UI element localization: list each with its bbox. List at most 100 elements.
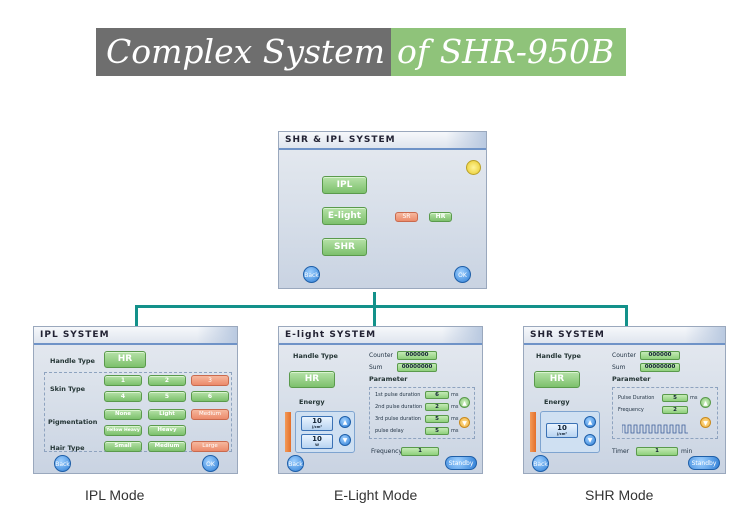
shr-system-screen: SHR SYSTEM Handle Type Counter 000000 Su… bbox=[523, 326, 726, 474]
parameter-label: Parameter bbox=[612, 375, 651, 383]
timer-value[interactable]: 1 bbox=[636, 447, 678, 456]
back-button[interactable]: Back bbox=[303, 266, 320, 283]
handle-type-label: Handle Type bbox=[50, 357, 95, 365]
energy-value[interactable]: 10 J/cm² bbox=[546, 423, 578, 438]
param-1-unit: ms bbox=[451, 392, 459, 398]
handle-type-label: Handle Type bbox=[536, 352, 581, 360]
skin-type-2[interactable]: 2 bbox=[148, 375, 186, 386]
elight-system-screen: E-light SYSTEM Handle Type Counter 00000… bbox=[278, 326, 483, 474]
back-button[interactable]: Back bbox=[532, 455, 549, 472]
hair-type-large[interactable]: Large bbox=[191, 441, 229, 452]
ok-button[interactable]: OK bbox=[202, 455, 219, 472]
ok-button[interactable]: OK bbox=[454, 266, 471, 283]
frequency-value[interactable]: 1 bbox=[401, 447, 439, 456]
parameter-frame bbox=[612, 387, 718, 439]
skin-type-5[interactable]: 5 bbox=[148, 391, 186, 402]
screen-header: SHR & IPL SYSTEM bbox=[279, 132, 486, 150]
ipl-button[interactable]: IPL bbox=[322, 176, 367, 194]
title-part1: Complex System bbox=[96, 28, 391, 76]
energy-label: Energy bbox=[299, 398, 325, 406]
title-part2: of SHR-950B bbox=[391, 28, 627, 76]
counter-label: Counter bbox=[369, 352, 393, 359]
frequency-label: Frequency bbox=[618, 407, 644, 413]
param-up-icon[interactable]: ▲ bbox=[459, 397, 470, 408]
connector-middle bbox=[373, 305, 376, 327]
standby-button[interactable]: Standby bbox=[445, 456, 477, 470]
counter-value: 000000 bbox=[640, 351, 680, 360]
skin-type-6[interactable]: 6 bbox=[191, 391, 229, 402]
energy-level-bar bbox=[285, 412, 291, 452]
counter-value: 000000 bbox=[397, 351, 437, 360]
hair-type-label: Hair Type bbox=[50, 444, 85, 452]
screen-header: IPL SYSTEM bbox=[34, 327, 237, 345]
sum-value: 00000000 bbox=[397, 363, 437, 372]
pulse-duration-value[interactable]: 5 bbox=[662, 394, 688, 402]
handle-type-label: Handle Type bbox=[293, 352, 338, 360]
param-down-icon[interactable]: ▼ bbox=[459, 417, 470, 428]
pigmentation-light[interactable]: Light bbox=[148, 409, 186, 420]
connector-vertical bbox=[373, 292, 376, 306]
standby-button[interactable]: Standby bbox=[688, 456, 720, 470]
hair-type-small[interactable]: Small bbox=[104, 441, 142, 452]
screen-header: E-light SYSTEM bbox=[279, 327, 482, 345]
settings-gear-icon[interactable] bbox=[466, 160, 481, 175]
energy-up-icon[interactable]: ▲ bbox=[339, 416, 351, 428]
sum-label: Sum bbox=[369, 364, 383, 371]
back-button[interactable]: Back bbox=[287, 455, 304, 472]
energy-up-icon[interactable]: ▲ bbox=[584, 416, 596, 428]
param-4-value[interactable]: 5 bbox=[425, 427, 449, 435]
param-2-label: 2nd pulse duration bbox=[375, 404, 423, 410]
parameter-label: Parameter bbox=[369, 375, 408, 383]
screen-header: SHR SYSTEM bbox=[524, 327, 725, 345]
shr-button[interactable]: SHR bbox=[322, 238, 367, 256]
handle-type-value[interactable]: HR bbox=[289, 371, 335, 388]
param-3-label: 3rd pulse duration bbox=[375, 416, 421, 422]
pigmentation-label: Pigmentation bbox=[48, 418, 98, 426]
param-1-value[interactable]: 6 bbox=[425, 391, 449, 399]
param-2-unit: ms bbox=[451, 404, 459, 410]
param-1-label: 1st pulse duration bbox=[375, 392, 421, 398]
param-3-value[interactable]: 5 bbox=[425, 415, 449, 423]
frequency-label: Frequency bbox=[371, 448, 402, 455]
param-4-label: pulse delay bbox=[375, 428, 404, 434]
energy-level-bar bbox=[530, 412, 536, 452]
handle-type-value[interactable]: HR bbox=[534, 371, 580, 388]
skin-type-label: Skin Type bbox=[50, 385, 86, 393]
skin-type-4[interactable]: 4 bbox=[104, 391, 142, 402]
connector-left bbox=[135, 305, 138, 327]
param-down-icon[interactable]: ▼ bbox=[700, 417, 711, 428]
page-title: Complex System of SHR-950B bbox=[96, 28, 627, 76]
hair-type-medium[interactable]: Medium bbox=[148, 441, 186, 452]
skin-type-3[interactable]: 3 bbox=[191, 375, 229, 386]
hr-button[interactable]: HR bbox=[429, 212, 452, 222]
connector-right bbox=[625, 305, 628, 327]
parameter-frame bbox=[369, 387, 475, 439]
param-4-unit: ms bbox=[451, 428, 459, 434]
energy-down-icon[interactable]: ▼ bbox=[584, 434, 596, 446]
back-button[interactable]: Back bbox=[54, 455, 71, 472]
param-up-icon[interactable]: ▲ bbox=[700, 397, 711, 408]
main-system-screen: SHR & IPL SYSTEM IPL E-light SR HR SHR B… bbox=[278, 131, 487, 289]
shr-mode-caption: SHR Mode bbox=[585, 487, 654, 503]
pulse-duration-unit: ms bbox=[690, 395, 698, 401]
counter-label: Counter bbox=[612, 352, 636, 359]
ipl-system-screen: IPL SYSTEM Handle Type HR Skin Type 1 2 … bbox=[33, 326, 238, 474]
energy-value-2[interactable]: 10 W bbox=[301, 434, 333, 449]
handle-type-value[interactable]: HR bbox=[104, 351, 146, 368]
skin-type-1[interactable]: 1 bbox=[104, 375, 142, 386]
frequency-value[interactable]: 2 bbox=[662, 406, 688, 414]
sum-label: Sum bbox=[612, 364, 626, 371]
pigmentation-yellow-heavy[interactable]: Yellow Heavy bbox=[104, 425, 142, 436]
pigmentation-none[interactable]: None bbox=[104, 409, 142, 420]
sum-value: 00000000 bbox=[640, 363, 680, 372]
sr-button[interactable]: SR bbox=[395, 212, 418, 222]
energy-down-icon[interactable]: ▼ bbox=[339, 434, 351, 446]
energy-value-1[interactable]: 10 J/cm² bbox=[301, 416, 333, 431]
timer-unit: min bbox=[681, 448, 693, 455]
ipl-mode-caption: IPL Mode bbox=[85, 487, 145, 503]
elight-button[interactable]: E-light bbox=[322, 207, 367, 225]
pulse-duration-label: Pulse Duration bbox=[618, 395, 655, 401]
param-2-value[interactable]: 2 bbox=[425, 403, 449, 411]
pigmentation-heavy[interactable]: Heavy bbox=[148, 425, 186, 436]
pigmentation-medium[interactable]: Medium bbox=[191, 409, 229, 420]
